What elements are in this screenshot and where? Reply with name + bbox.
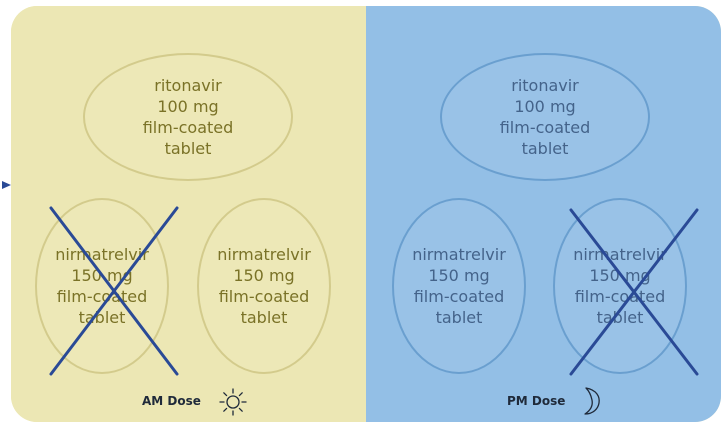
am-dose-panel: ritonavir 100 mg film-coated tablet nirm… <box>11 6 366 422</box>
pm-dose-label: PM Dose <box>507 394 566 408</box>
dose-diagram: ritonavir 100 mg film-coated tablet nirm… <box>11 6 721 422</box>
tablet-name: nirmatrelvir <box>412 245 506 264</box>
pm-nirmatrelvir-tablet-2: nirmatrelvir 150 mg film-coated tablet <box>553 198 687 374</box>
tablet-strength: 150 mg <box>428 266 490 285</box>
tablet-strength: 150 mg <box>589 266 651 285</box>
arrow-right-icon <box>2 181 11 189</box>
tablet-form: tablet <box>435 308 483 327</box>
am-nirmatrelvir-tablet-2: nirmatrelvir 150 mg film-coated tablet <box>197 198 331 374</box>
tablet-strength: 150 mg <box>71 266 133 285</box>
am-nirmatrelvir-tablet-1: nirmatrelvir 150 mg film-coated tablet <box>35 198 169 374</box>
tablet-name: ritonavir <box>154 76 222 95</box>
am-dose-label: AM Dose <box>142 394 201 408</box>
tablet-form: tablet <box>596 308 644 327</box>
pm-nirmatrelvir-tablet-1: nirmatrelvir 150 mg film-coated tablet <box>392 198 526 374</box>
am-ritonavir-tablet: ritonavir 100 mg film-coated tablet <box>83 53 293 181</box>
tablet-strength: 150 mg <box>233 266 295 285</box>
tablet-strength: 100 mg <box>157 97 219 116</box>
tablet-form: tablet <box>78 308 126 327</box>
tablet-name: nirmatrelvir <box>55 245 149 264</box>
pm-ritonavir-tablet: ritonavir 100 mg film-coated tablet <box>440 53 650 181</box>
tablet-coating: film-coated <box>574 287 666 306</box>
tablet-name: nirmatrelvir <box>573 245 667 264</box>
tablet-form: tablet <box>521 139 569 158</box>
tablet-form: tablet <box>240 308 288 327</box>
tablet-coating: film-coated <box>142 118 234 137</box>
sun-icon <box>219 388 247 416</box>
tablet-name: nirmatrelvir <box>217 245 311 264</box>
tablet-coating: film-coated <box>56 287 148 306</box>
tablet-coating: film-coated <box>218 287 310 306</box>
tablet-form: tablet <box>164 139 212 158</box>
tablet-coating: film-coated <box>413 287 505 306</box>
tablet-strength: 100 mg <box>514 97 576 116</box>
tablet-name: ritonavir <box>511 76 579 95</box>
moon-icon <box>584 387 600 415</box>
tablet-coating: film-coated <box>499 118 591 137</box>
